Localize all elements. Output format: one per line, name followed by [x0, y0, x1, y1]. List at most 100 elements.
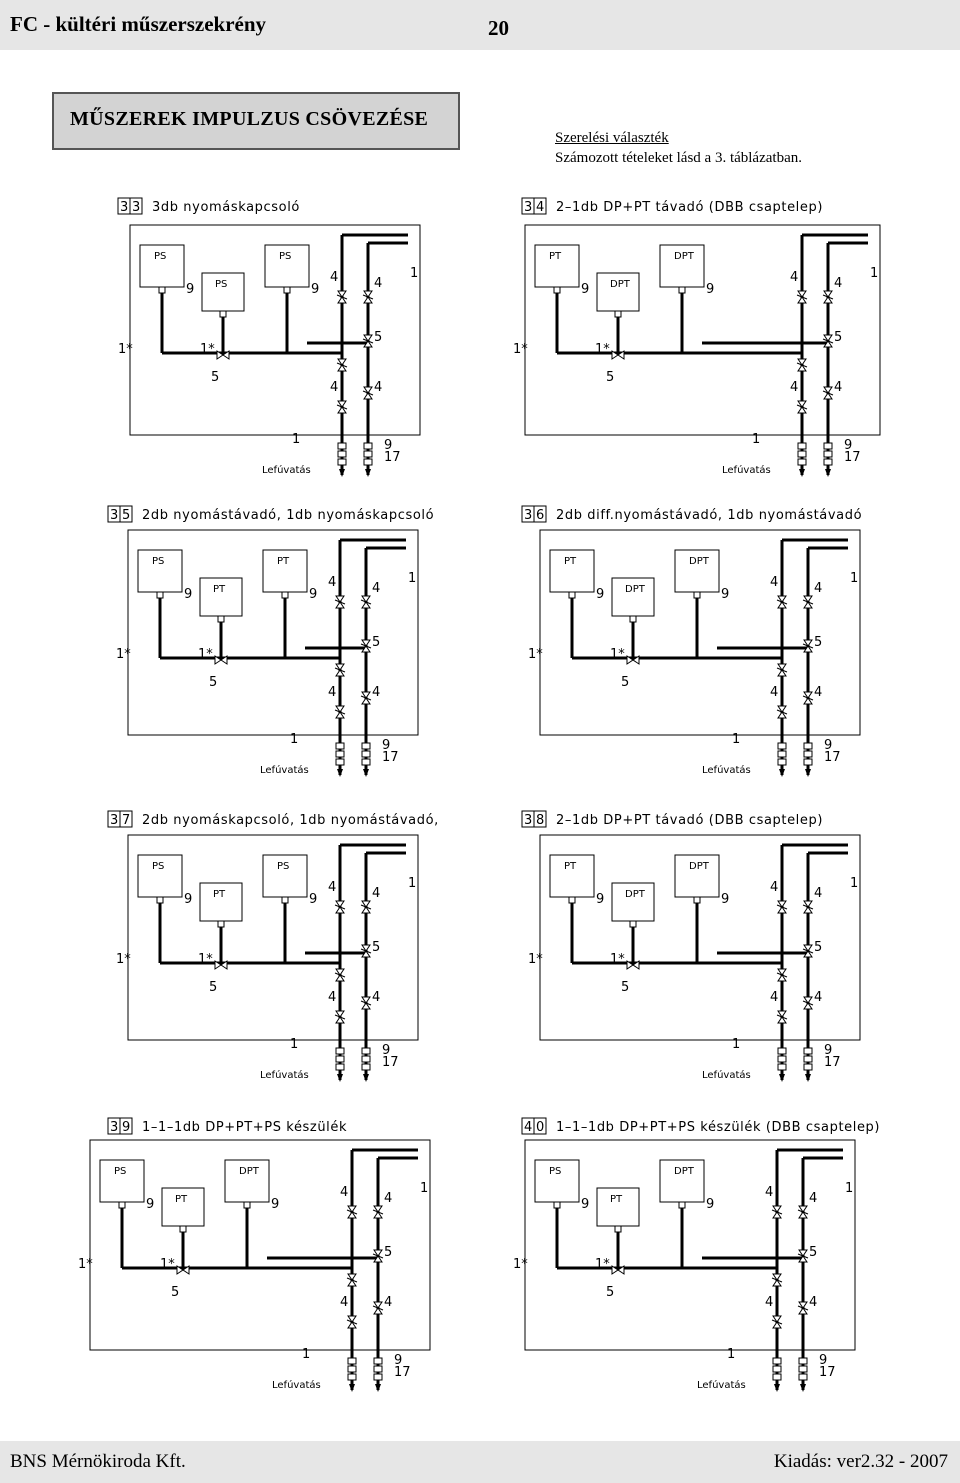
- fitting-part: [335, 758, 345, 766]
- caption-number: 4: [536, 200, 545, 215]
- caption-number: 3: [524, 813, 533, 828]
- pipe-line: [802, 695, 814, 701]
- fitting-part: [777, 1063, 787, 1071]
- valve-icon: [362, 334, 374, 348]
- footer-company: BNS Mérnökiroda Kft.: [10, 1451, 186, 1472]
- pipe-line: [360, 1000, 372, 1006]
- valve-icon: [802, 900, 814, 914]
- item-number-5: 5: [814, 940, 822, 955]
- item-number-1-star: 1*: [528, 647, 543, 662]
- flow-arrow-icon: [363, 1074, 369, 1082]
- valve-icon: [797, 1301, 809, 1315]
- tap-fitting: [283, 286, 291, 294]
- caption-number: 3: [524, 508, 533, 523]
- valve-body: [335, 595, 345, 609]
- valve-icon: [176, 1265, 190, 1275]
- note-heading: Szerelési választék: [555, 130, 669, 146]
- valve-body: [797, 358, 807, 372]
- pipe-line: [334, 709, 346, 715]
- caption-number-cell: [521, 1117, 535, 1135]
- valve-icon: [360, 691, 372, 705]
- valve-body: [335, 705, 345, 719]
- valve-body: [361, 900, 371, 914]
- diagram-caption: 2db diff.nyomástávadó, 1db nyomástávadó: [556, 508, 862, 523]
- pipe-line: [822, 294, 834, 300]
- item-number-1-star: 1*: [610, 647, 625, 662]
- item-number-4: 4: [790, 380, 798, 395]
- valve-icon: [822, 290, 834, 304]
- valve-body: [347, 1273, 357, 1287]
- fitting-part: [777, 750, 787, 758]
- item-number-5: 5: [606, 370, 614, 385]
- flow-arrow-icon: [363, 769, 369, 777]
- item-number-1: 1: [850, 876, 858, 891]
- instrument-label: PT: [610, 1194, 623, 1205]
- caption-number-cell: [119, 1117, 133, 1135]
- caption-number: 7: [122, 813, 131, 828]
- item-number-1: 1: [410, 266, 418, 281]
- valve-icon: [796, 400, 808, 414]
- item-number-5: 5: [606, 1285, 614, 1300]
- item-number-9: 9: [596, 587, 604, 602]
- item-number-5: 5: [372, 635, 380, 650]
- valve-body: [803, 595, 813, 609]
- item-number-4: 4: [770, 990, 778, 1005]
- item-number-9: 9: [706, 282, 714, 297]
- fitting-part: [335, 1055, 345, 1063]
- item-number-1-star: 1*: [528, 952, 543, 967]
- tap-fitting: [217, 920, 225, 928]
- drain-fitting-icon: [363, 442, 373, 466]
- valve-body: [363, 386, 373, 400]
- valve-icon: [802, 996, 814, 1010]
- item-number-4: 4: [330, 380, 338, 395]
- caption-number: 5: [122, 508, 131, 523]
- item-number-4: 4: [328, 880, 336, 895]
- valve-body: [777, 595, 787, 609]
- item-number-1-star: 1*: [513, 1257, 528, 1272]
- valve-icon: [776, 968, 788, 982]
- valve-body: [611, 350, 625, 360]
- fitting-part: [803, 1055, 813, 1063]
- valve-icon: [216, 350, 230, 360]
- valve-icon: [796, 358, 808, 372]
- fitting-part: [347, 1365, 357, 1373]
- item-number-9: 9: [819, 1353, 827, 1368]
- valve-body: [216, 350, 230, 360]
- instrument-box: [262, 854, 308, 898]
- enclosure-outline: [524, 1139, 856, 1351]
- item-number-1: 1: [302, 1347, 310, 1362]
- drain-fitting-icon: [335, 742, 345, 766]
- valve-body: [611, 1265, 625, 1275]
- item-number-9: 9: [844, 438, 852, 453]
- tap-fitting: [629, 920, 637, 928]
- pipe-line: [362, 294, 374, 300]
- item-number-9: 9: [824, 1043, 832, 1058]
- valve-icon: [802, 944, 814, 958]
- item-number-9: 9: [581, 1197, 589, 1212]
- item-number-9: 9: [382, 738, 390, 753]
- tap-fitting: [568, 591, 576, 599]
- valve-icon: [372, 1205, 384, 1219]
- item-number-1: 1: [727, 1347, 735, 1362]
- valve-icon: [336, 358, 348, 372]
- caption-number-cell: [533, 810, 547, 828]
- valve-body: [335, 1010, 345, 1024]
- valve-icon: [611, 350, 625, 360]
- pipe-line: [360, 904, 372, 910]
- item-number-1-star: 1*: [160, 1257, 175, 1272]
- caption-number: 0: [536, 1120, 545, 1135]
- drain-fitting-icon: [777, 1047, 787, 1071]
- instrument-box: [549, 549, 595, 593]
- flow-arrow-icon: [375, 1384, 381, 1392]
- caption-number: 3: [120, 200, 129, 215]
- fitting-part: [823, 442, 833, 450]
- instrument-label: PT: [213, 889, 226, 900]
- diagram-caption: 2db nyomáskapcsoló, 1db nyomástávadó,: [142, 813, 439, 828]
- item-number-17: 17: [382, 1055, 399, 1070]
- drain-label: Lefúvatás: [260, 764, 309, 776]
- tap-fitting: [217, 615, 225, 623]
- caption-number: 3: [110, 508, 119, 523]
- fitting-part: [772, 1357, 782, 1365]
- drain-fitting-icon: [361, 1047, 371, 1071]
- instrument-box: [99, 1159, 145, 1203]
